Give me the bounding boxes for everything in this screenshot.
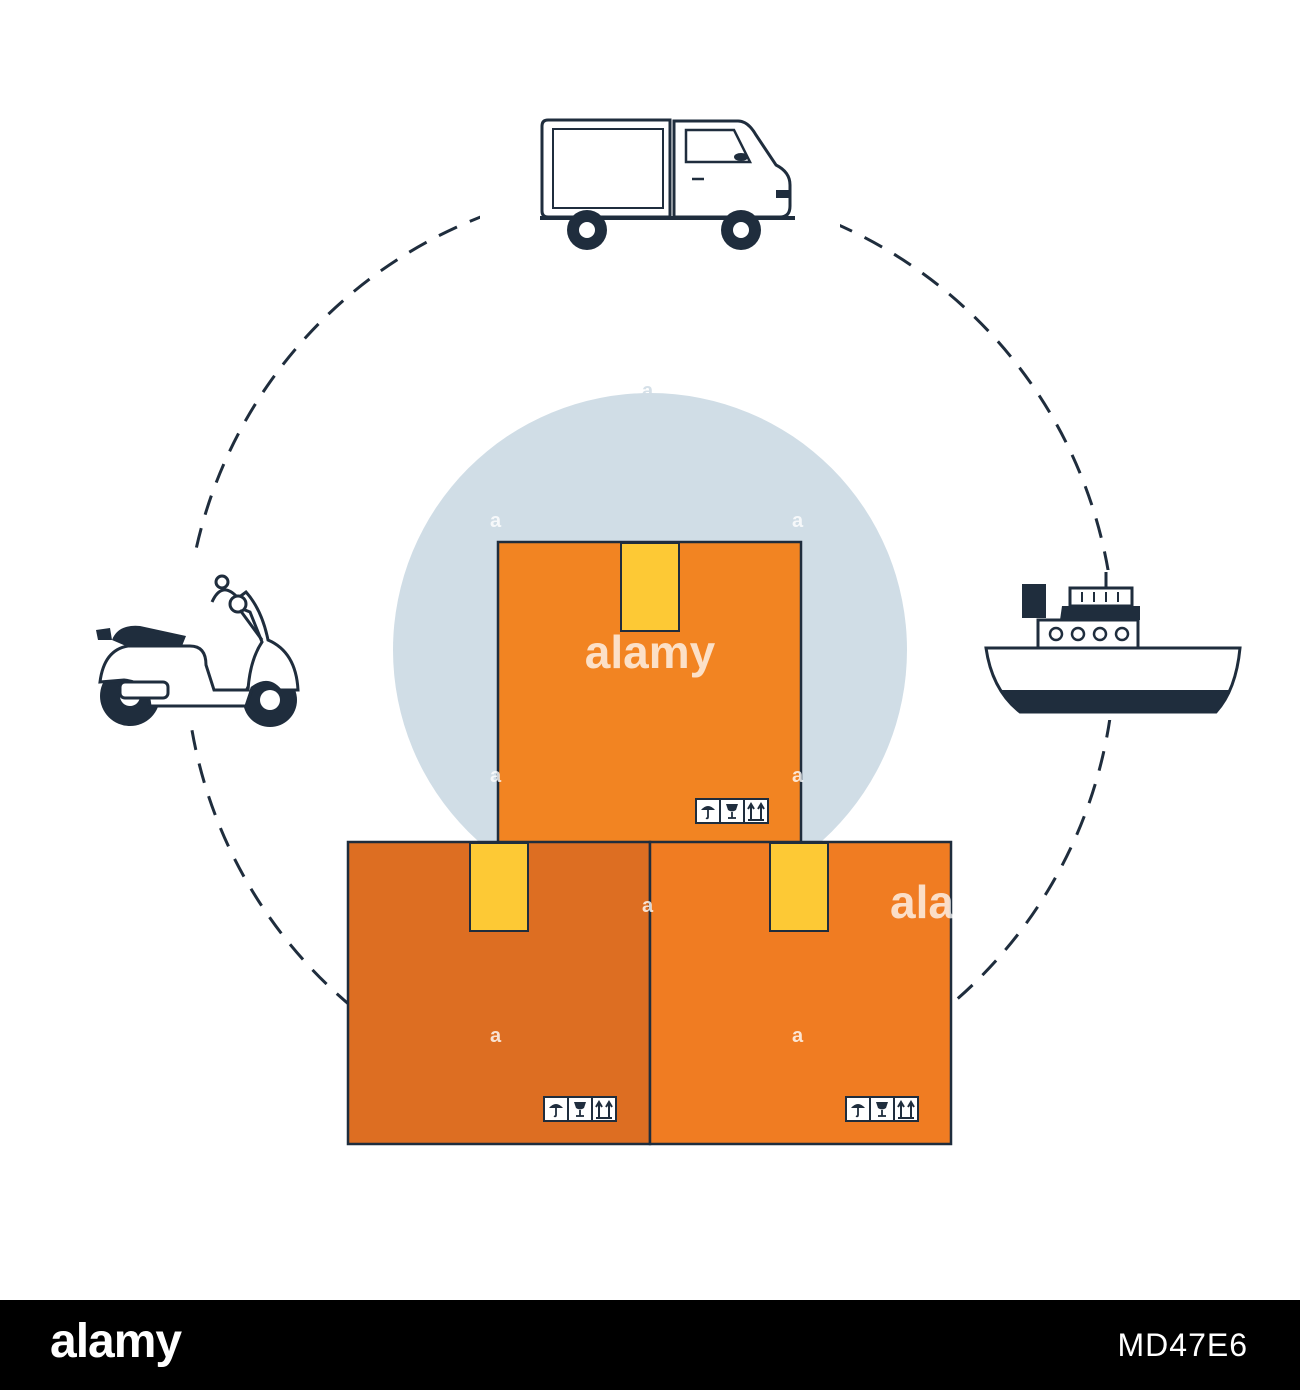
scooter-icon bbox=[90, 560, 310, 730]
delivery-truck-icon bbox=[480, 118, 840, 250]
watermark-letter: a bbox=[792, 510, 804, 532]
watermark-letter: a bbox=[490, 510, 502, 532]
watermark-right: alal bbox=[890, 876, 967, 928]
delivery-illustration: alamy alal a a a a a a a a bbox=[90, 118, 1245, 1146]
watermark-letter: a bbox=[642, 895, 654, 917]
watermark-center: alamy bbox=[585, 626, 716, 678]
image-id: MD47E6 bbox=[1117, 1327, 1248, 1363]
watermark-letter: a bbox=[490, 1025, 502, 1047]
footer-bar: alamy MD47E6 bbox=[0, 1300, 1300, 1390]
watermark-letter: a bbox=[642, 380, 654, 402]
cardboard-box-icon bbox=[346, 540, 953, 1146]
watermark-letter: a bbox=[792, 1025, 804, 1047]
alamy-logo: alamy bbox=[50, 1315, 182, 1368]
watermark-letter: a bbox=[490, 765, 502, 787]
cargo-ship-icon bbox=[980, 570, 1245, 720]
watermark-letter: a bbox=[792, 765, 804, 787]
